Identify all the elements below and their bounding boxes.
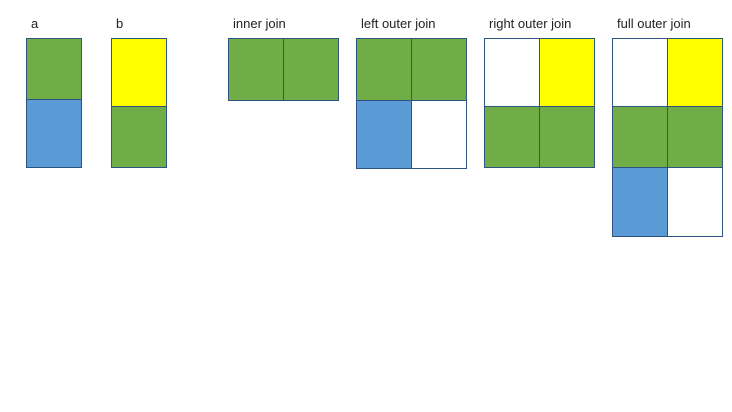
cell-full-outer-join-r1-c0-green — [612, 106, 668, 168]
cell-full-outer-join-r1-c1-green — [667, 106, 723, 168]
cell-left-outer-join-r1-c0-blue — [356, 100, 412, 169]
cell-full-outer-join-r0-c1-yellow — [667, 38, 723, 107]
cell-a-r1-c0-blue — [26, 99, 82, 168]
table-label-a: a — [31, 16, 39, 31]
cell-right-outer-join-r0-c0-empty — [484, 38, 540, 107]
table-label-b: b — [116, 16, 124, 31]
table-label-inner-join: inner join — [233, 16, 286, 31]
table-label-right-outer-join: right outer join — [489, 16, 572, 31]
cell-left-outer-join-r1-c1-empty — [411, 100, 467, 169]
cell-full-outer-join-r0-c0-empty — [612, 38, 668, 107]
cell-b-r1-c0-green — [111, 106, 167, 168]
cell-left-outer-join-r0-c1-green — [411, 38, 467, 101]
table-label-full-outer-join: full outer join — [617, 16, 691, 31]
cell-left-outer-join-r0-c0-green — [356, 38, 412, 101]
cell-inner-join-r0-c0-green — [228, 38, 284, 101]
cell-full-outer-join-r2-c1-empty — [667, 167, 723, 237]
cell-right-outer-join-r1-c1-green — [539, 106, 595, 168]
cell-full-outer-join-r2-c0-blue — [612, 167, 668, 237]
cell-inner-join-r0-c1-green — [283, 38, 339, 101]
cell-b-r0-c0-yellow — [111, 38, 167, 107]
cell-a-r0-c0-green — [26, 38, 82, 100]
cell-right-outer-join-r1-c0-green — [484, 106, 540, 168]
cell-right-outer-join-r0-c1-yellow — [539, 38, 595, 107]
table-label-left-outer-join: left outer join — [361, 16, 436, 31]
